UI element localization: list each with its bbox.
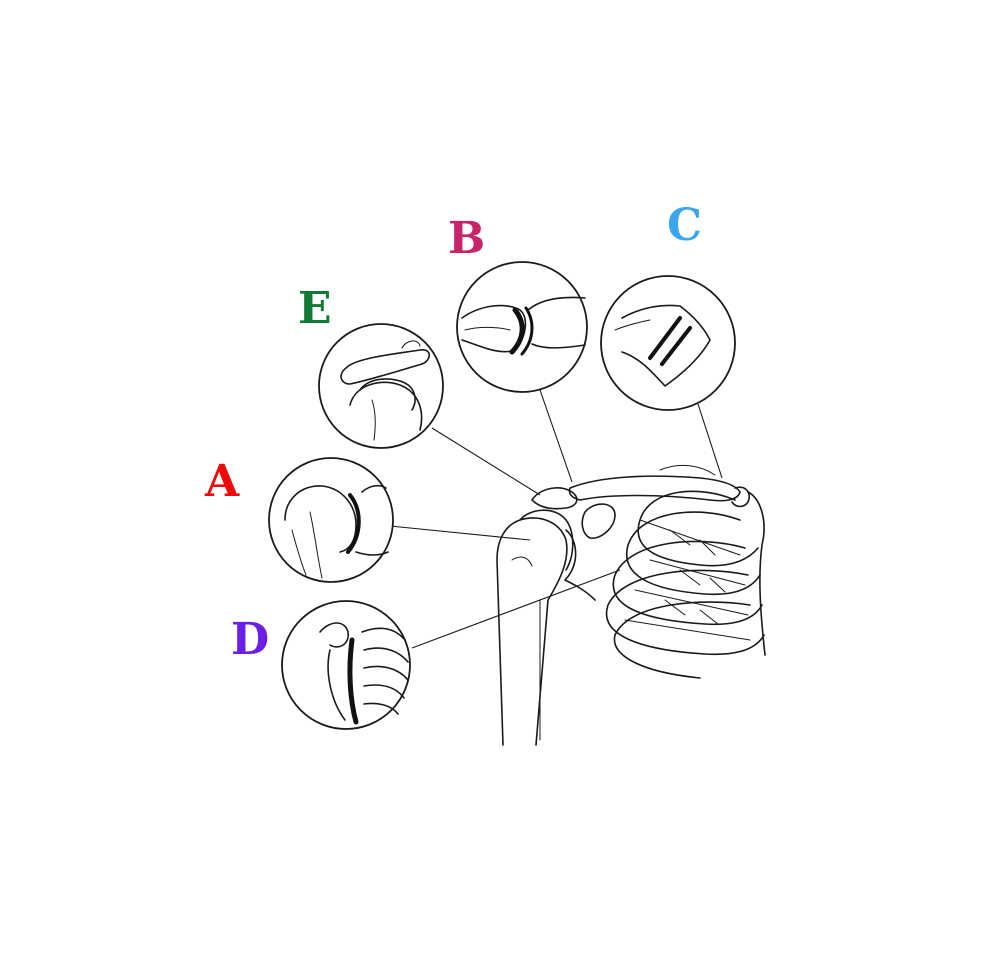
label-b: B — [448, 213, 485, 264]
inset-circle-e — [318, 323, 444, 449]
label-a: A — [204, 456, 240, 507]
inset-circle-c — [600, 275, 736, 411]
rib-cage — [605, 464, 765, 679]
inset-circle-b — [456, 261, 588, 393]
shoulder-skeleton — [496, 464, 766, 746]
acromion — [531, 487, 578, 510]
label-e: E — [298, 283, 332, 334]
coracoid — [581, 503, 616, 539]
inset-circle-d — [281, 600, 411, 730]
inset-circle-a — [268, 457, 394, 583]
label-d: D — [231, 614, 269, 665]
clavicle — [568, 475, 741, 502]
humerus — [496, 517, 568, 746]
leader-lines — [389, 389, 723, 649]
label-c: C — [667, 200, 702, 251]
